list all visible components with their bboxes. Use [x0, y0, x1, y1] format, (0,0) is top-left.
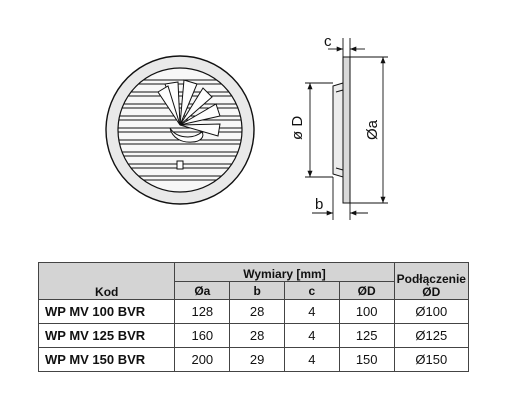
cell-a: 160 — [174, 323, 231, 348]
cell-b: 28 — [229, 323, 286, 348]
label-c: c — [324, 33, 332, 50]
table-row: WP MV 125 BVR 160 28 4 125 Ø125 — [37, 323, 470, 348]
cell-connection: Ø150 — [393, 347, 470, 372]
header-connection: Podłączenie ØD — [393, 262, 470, 300]
table-row: WP MV 100 BVR 128 28 4 100 Ø100 — [37, 299, 470, 324]
cell-code: WP MV 100 BVR — [37, 299, 176, 324]
grille-front-view — [105, 55, 255, 205]
header-D: ØD — [338, 281, 395, 300]
cell-c: 4 — [284, 299, 340, 324]
header-b: b — [229, 281, 286, 300]
cell-c: 4 — [284, 347, 340, 372]
latch-mark — [176, 160, 184, 170]
technical-drawing: c b ø D Øa — [105, 33, 388, 220]
cell-connection: Ø100 — [393, 299, 470, 324]
header-row-2: Øa b c ØD — [39, 281, 469, 300]
header-kod: Kod — [37, 262, 176, 300]
header-connection-line1: Podłączenie — [396, 272, 466, 286]
label-diameter-a: Øa — [364, 119, 381, 140]
cell-code: WP MV 150 BVR — [37, 347, 176, 372]
cell-D: 100 — [338, 299, 395, 324]
cell-c: 4 — [284, 323, 340, 348]
cell-b: 28 — [229, 299, 286, 324]
cell-code: WP MV 125 BVR — [37, 323, 176, 348]
header-dimensions: Wymiary [mm] — [174, 262, 395, 282]
label-diameter-D: ø D — [289, 116, 306, 140]
dimension-lines — [305, 38, 388, 220]
header-a: Øa — [174, 281, 231, 300]
cell-D: 150 — [338, 347, 395, 372]
cell-a: 128 — [174, 299, 231, 324]
cell-a: 200 — [174, 347, 231, 372]
cell-connection: Ø125 — [393, 323, 470, 348]
label-b: b — [315, 196, 323, 213]
header-connection-line2: ØD — [422, 285, 441, 299]
table-row: WP MV 150 BVR 200 29 4 150 Ø150 — [37, 347, 470, 372]
grille-side-view — [332, 56, 351, 204]
header-row-1: Kod Wymiary [mm] Podłączenie ØD — [37, 262, 470, 300]
cell-D: 125 — [338, 323, 395, 348]
swirl-element — [157, 79, 221, 143]
header-c: c — [284, 281, 340, 300]
cell-b: 29 — [229, 347, 286, 372]
spec-table: Kod Wymiary [mm] Podłączenie ØD Øa b c Ø… — [37, 262, 470, 372]
